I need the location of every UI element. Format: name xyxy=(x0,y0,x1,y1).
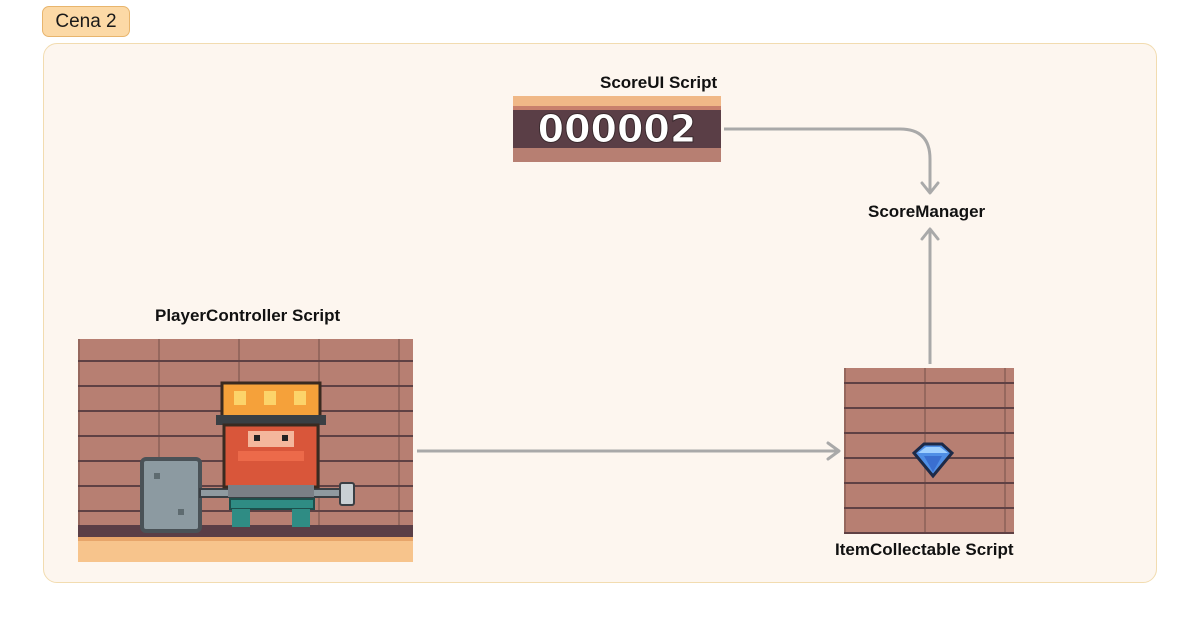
gem-icon xyxy=(911,442,955,479)
item-graphic xyxy=(911,442,955,479)
player-label: PlayerController Script xyxy=(155,306,341,325)
item-image xyxy=(844,368,1014,534)
scoremanager-label: ScoreManager xyxy=(868,202,986,221)
score-value: 000002 xyxy=(538,107,697,151)
player-image xyxy=(78,339,413,562)
scoreui-image: 000002 xyxy=(513,96,721,162)
item-label: ItemCollectable Script xyxy=(835,540,1014,559)
player-graphic xyxy=(78,381,413,562)
scene-tag: Cena 2 xyxy=(42,6,130,37)
scoreui-graphic: 000002 xyxy=(513,96,721,162)
scoreui-label: ScoreUI Script xyxy=(600,73,718,92)
